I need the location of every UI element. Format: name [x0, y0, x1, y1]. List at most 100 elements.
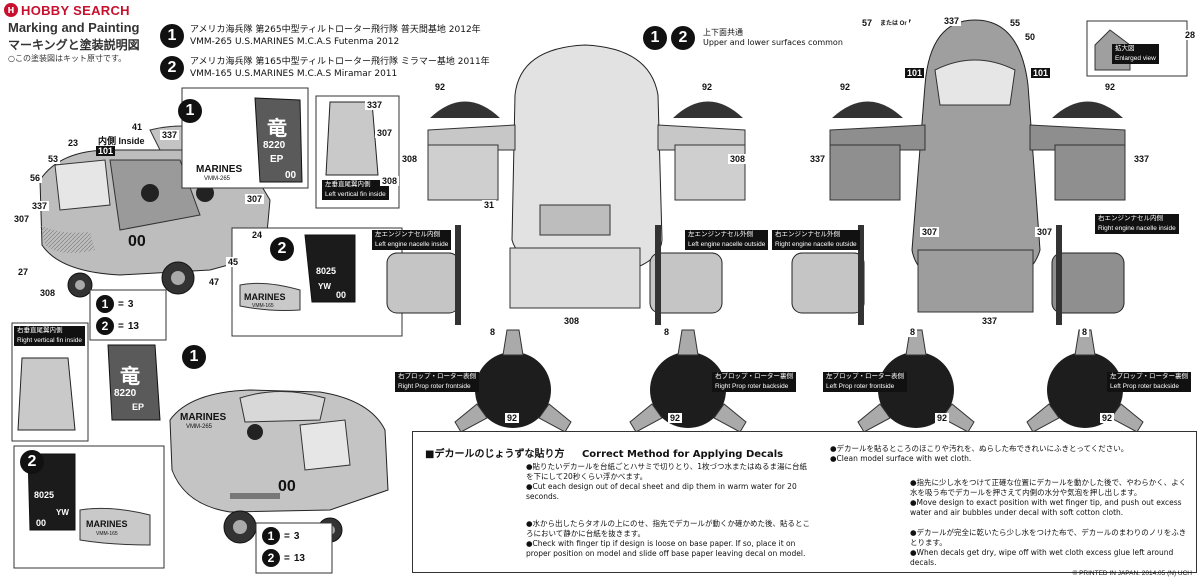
callout-41: 41	[130, 122, 145, 132]
version-2-en: VMM-165 U.S.MARINES M.C.A.S Miramar 2011	[190, 69, 398, 79]
fin-2-yw: YW	[318, 282, 331, 291]
callout-31: 31	[482, 200, 497, 210]
brand-logo: H HOBBY SEARCH	[4, 2, 130, 18]
fin-2-serial: 8025	[316, 266, 337, 276]
label-left-nacelle-outside: 左エンジンナセル外側 Left engine nacelle outside	[685, 230, 769, 250]
callout-23: 23	[66, 138, 81, 148]
callout-56: 56	[28, 173, 43, 183]
callout-92-a: 92	[433, 82, 448, 92]
version-2-row: 2 アメリカ海兵隊 第165中型ティルトローター飛行隊 ミラマー基地 2011年…	[160, 56, 490, 80]
callout-308-f: 308	[562, 316, 582, 326]
callout-101: 101	[96, 146, 116, 156]
callout-337-e: 337	[1132, 154, 1152, 164]
callout-307-e: 307	[1035, 227, 1055, 237]
callout-92-e: 92	[505, 413, 520, 423]
callout-92-g: 92	[935, 413, 950, 423]
brand-mark: H	[4, 3, 18, 17]
side-1-squadron: VMM-265	[204, 176, 231, 182]
decal-instructions-panel: ■デカールのじょうずな貼り方 Correct Method for Applyi…	[412, 431, 1197, 573]
tail-fin-1-lower	[107, 344, 161, 421]
label-right-prop-back: 右プロップ・ローター裏側 Right Prop roter backside	[712, 372, 796, 392]
instruction-step-2: ●水から出したらタオルの上にのせ、指先でデカールが動くか確かめた後、貼るところに…	[526, 519, 811, 558]
label-left-prop-back: 左プロップ・ローター裏側 Left Prop roter backside	[1107, 372, 1191, 392]
fin-1-lower-badge: 1	[182, 345, 206, 369]
fin-1-lower-ep: EP	[132, 402, 145, 412]
callout-101-c: 101	[1031, 68, 1051, 78]
fin-2-lower-badge: 2	[20, 450, 44, 474]
callout-337-h: 337	[980, 316, 1000, 326]
label-right-nacelle-outside: 右エンジンナセル外側 Right engine nacelle outside	[772, 230, 860, 250]
fin-1-ep: EP	[270, 154, 284, 165]
callout-308-c: 308	[380, 176, 400, 186]
fin-1-serial: 8220	[263, 140, 286, 151]
callout-337-c: 337	[365, 100, 385, 110]
callout-307: 307	[12, 214, 32, 224]
fin-2-lower-serial: 8025	[34, 490, 55, 500]
fin-2-lower-code: 00	[36, 518, 47, 528]
label-right-prop-front: 右プロップ・ローター表側 Right Prop roter frontside	[395, 372, 479, 392]
equivalence-list-2: 1=3 2=13	[262, 527, 305, 567]
scale-note: ○この塗装図はキット原寸です。	[8, 54, 127, 63]
callout-337-b: 337	[30, 201, 50, 211]
fin-2-code: 00	[336, 290, 347, 300]
callout-inside: 内側 Inside	[96, 134, 147, 147]
callout-55: 55	[1008, 18, 1023, 28]
callout-307-c: 307	[375, 128, 395, 138]
callout-8-c: 8	[908, 327, 918, 337]
callout-92-d: 92	[1103, 82, 1118, 92]
callout-92-f: 92	[668, 413, 683, 423]
tail-fin-1-box	[181, 87, 309, 189]
version-1-en: VMM-265 U.S.MARINES M.C.A.S Futenma 2012	[190, 37, 400, 47]
instructions-heading: ■デカールのじょうずな貼り方 Correct Method for Applyi…	[425, 449, 784, 460]
prop-rotors	[454, 329, 1144, 433]
bottom-view	[829, 19, 1126, 313]
enlarged-view-label: 拡大図 Enlarged view	[1112, 44, 1159, 64]
title-english: Marking and Painting	[8, 20, 140, 35]
side-2-squadron: VMM-265	[186, 424, 213, 430]
callout-53: 53	[46, 154, 61, 164]
callout-57: 57	[860, 18, 875, 28]
callout-45: 45	[226, 257, 241, 267]
instruction-step-4: ●指先に少し水をつけて正確な位置にデカールを動かした後で、やわらかく、よく水を吸…	[910, 478, 1187, 517]
callout-or: または Or	[878, 18, 909, 27]
fin-1-kanji: 竜	[267, 116, 287, 140]
callout-28: 28	[1183, 30, 1198, 40]
label-left-nacelle-inside: 左エンジンナセル内側 Left engine nacelle inside	[372, 230, 452, 250]
common-surfaces-header: 1 2 上下面共通 Upper and lower surfaces commo…	[643, 26, 843, 50]
label-left-prop-front: 左プロップ・ローター表側 Left Prop roter frontside	[823, 372, 907, 392]
side-view-2	[169, 389, 389, 544]
fin-2-badge: 2	[270, 237, 294, 261]
fin-1-lower-kanji: 竜	[120, 364, 140, 388]
fin-1-lower-serial: 8220	[114, 388, 137, 399]
callout-8-b: 8	[662, 327, 672, 337]
callout-24: 24	[250, 230, 265, 240]
callout-101-b: 101	[905, 68, 925, 78]
callout-27: 27	[16, 267, 31, 277]
common-badge-2: 2	[671, 26, 695, 50]
callout-307-b: 307	[245, 194, 265, 204]
fin-2-squadron: VMM-165	[252, 303, 274, 309]
left-fin-inside-label: 左垂直尾翼内側 Left vertical fin inside	[322, 180, 389, 200]
label-right-nacelle-inside: 右エンジンナセル内側 Right engine nacelle inside	[1095, 214, 1179, 234]
side-2-marines: MARINES	[180, 412, 227, 423]
common-en: Upper and lower surfaces common	[703, 38, 843, 47]
title-japanese: マーキングと塗装説明図	[8, 38, 140, 52]
brand-text: HOBBY SEARCH	[21, 2, 130, 18]
side-2-code: 00	[278, 478, 296, 495]
side-1-code: 00	[128, 233, 146, 250]
version-1-jp: アメリカ海兵隊 第265中型ティルトローター飛行隊 普天間基地 2012年	[190, 25, 481, 35]
version-1-badge: 1	[160, 24, 184, 48]
callout-308: 308	[38, 288, 58, 298]
instruction-step-3: ●デカールを貼るところのほこりや汚れを、ぬらした布できれいにふきとってください。…	[830, 444, 1129, 463]
fin-2-marines: MARINES	[244, 292, 286, 302]
fin-1-code: 00	[285, 170, 297, 181]
instruction-step-1: ●貼りたいデカールを台紙ごとハサミで切りとり、1枚づつ水またはぬるま湯に台紙を下…	[526, 462, 808, 501]
callout-337-g: 337	[942, 16, 962, 26]
fin-2-lower-marines: MARINES	[86, 519, 128, 529]
callout-92-b: 92	[700, 82, 715, 92]
callout-92-c: 92	[838, 82, 853, 92]
version-1-row: 1 アメリカ海兵隊 第265中型ティルトローター飛行隊 普天間基地 2012年 …	[160, 24, 481, 48]
callout-47: 47	[207, 277, 222, 287]
top-view-upper	[427, 44, 746, 309]
callout-337: 337	[160, 130, 180, 140]
